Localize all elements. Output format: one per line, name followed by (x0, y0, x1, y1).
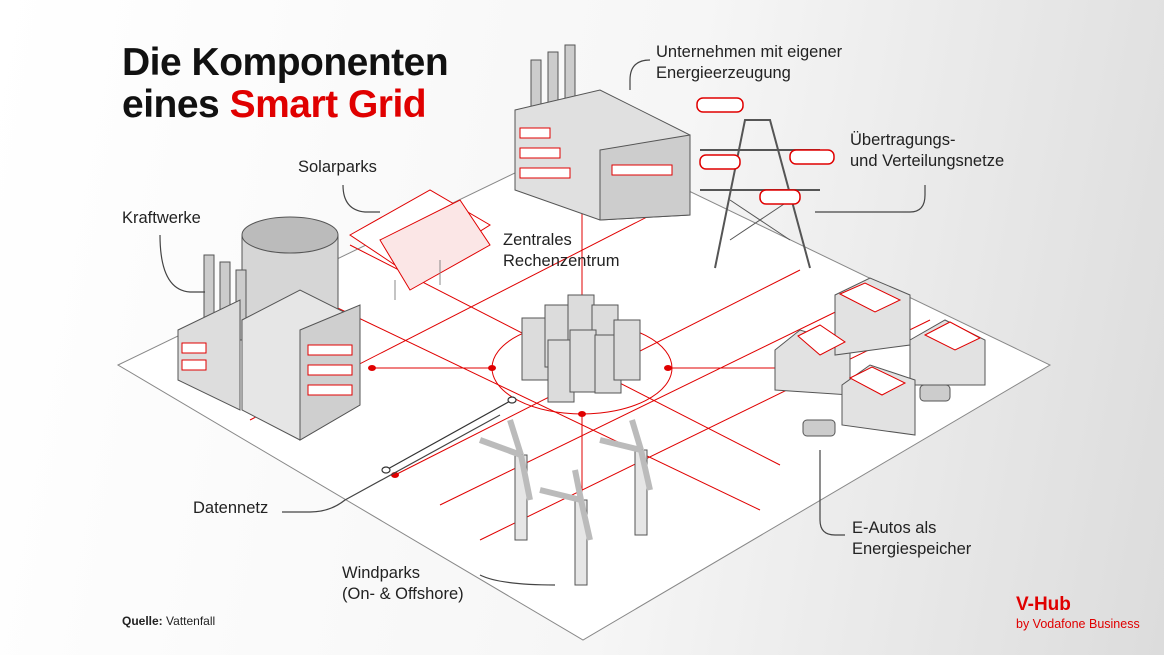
wind-turbines (478, 419, 653, 586)
label-line: Unternehmen mit eigener (656, 43, 843, 61)
label-line: Zentrales (503, 231, 572, 249)
label-line: Windparks (342, 564, 420, 582)
power-plant (177, 216, 361, 441)
label-line: Rechenzentrum (503, 252, 620, 270)
page-title: Die Komponenten eines Smart Grid (122, 41, 449, 126)
label-kraftwerke: Kraftwerke (122, 209, 201, 227)
source-value: Vattenfall (166, 614, 216, 628)
label-windparks: Windparks (On- & Offshore) (342, 563, 464, 605)
company-factory (514, 44, 691, 221)
title-prefix: eines (122, 83, 220, 126)
leader-lines (159, 59, 926, 586)
data-network-line (381, 396, 517, 474)
label-line: Energiespeicher (852, 540, 972, 558)
label-netze: Übertragungs- und Verteilungsnetze (850, 130, 1004, 172)
label-rechenzentrum: Zentrales Rechenzentrum (503, 230, 619, 272)
brand-logo: V-Hub by Vodafone Business (1016, 594, 1140, 632)
solar-park (349, 189, 491, 300)
title-line-2: eines Smart Grid (122, 84, 448, 126)
data-center (521, 294, 641, 403)
source-note: Quelle: Vattenfall (122, 614, 215, 628)
label-line: (On- & Offshore) (342, 585, 464, 603)
label-line: E-Autos als (852, 519, 937, 537)
label-unternehmen: Unternehmen mit eigener Energieerzeugung (656, 42, 842, 84)
label-line: und Verteilungsnetze (850, 152, 1005, 170)
label-line: Übertragungs- (850, 131, 956, 149)
transmission-tower (696, 97, 835, 269)
label-datennetz: Datennetz (193, 499, 269, 517)
title-highlight: Smart Grid (229, 83, 427, 126)
label-solarparks: Solarparks (298, 158, 377, 176)
brand-tagline: by Vodafone Business (1016, 617, 1140, 631)
houses (774, 277, 986, 437)
grid-nodes (368, 365, 672, 478)
brand-name: V-Hub (1016, 594, 1071, 615)
source-label: Quelle: (122, 614, 163, 628)
title-line-1: Die Komponenten (122, 41, 449, 84)
label-line: Energieerzeugung (656, 64, 791, 82)
label-eautos: E-Autos als Energiespeicher (852, 518, 971, 560)
